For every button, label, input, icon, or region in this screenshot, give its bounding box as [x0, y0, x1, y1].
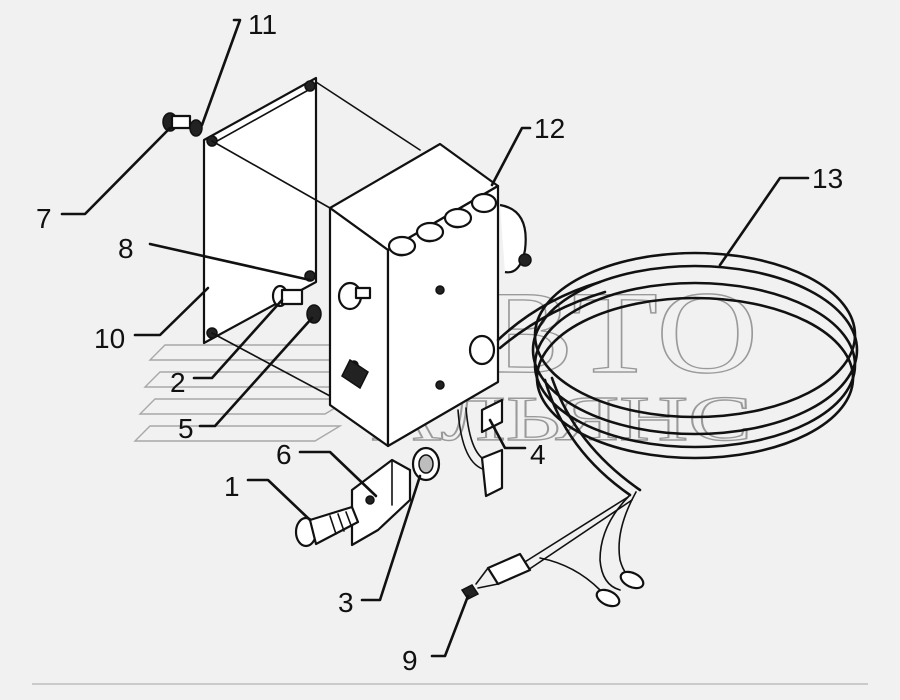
callout-13: 13: [812, 163, 843, 194]
part-13-cable: [460, 251, 859, 608]
callout-8: 8: [118, 233, 134, 264]
part-2-5-bolt: [271, 284, 322, 324]
callout-10: 10: [94, 323, 125, 354]
part-8-fastener: [337, 281, 372, 390]
callout-3: 3: [338, 587, 354, 618]
callout-9: 9: [402, 645, 418, 676]
box-connectors: [387, 192, 498, 257]
part-1-bolt: [294, 505, 360, 548]
callout-11: 11: [248, 9, 277, 40]
part-10-panel: [202, 76, 421, 397]
callout-7: 7: [36, 203, 52, 234]
callout-12: 12: [534, 113, 565, 144]
callout-labels: 11 12 13 7 8 10 2 5 6 4 1 3 9: [36, 9, 843, 676]
callout-6: 6: [276, 439, 292, 470]
leader-lines: [60, 18, 810, 658]
part-6-bracket: [350, 458, 412, 547]
part-7-11-bolt: [162, 112, 203, 137]
callout-2: 2: [170, 367, 186, 398]
callout-4: 4: [530, 439, 546, 470]
part-4-connector: [457, 398, 504, 498]
part-12-box: [328, 142, 532, 448]
part-3-nut: [411, 446, 441, 482]
callout-1: 1: [224, 471, 240, 502]
callout-5: 5: [178, 413, 194, 444]
